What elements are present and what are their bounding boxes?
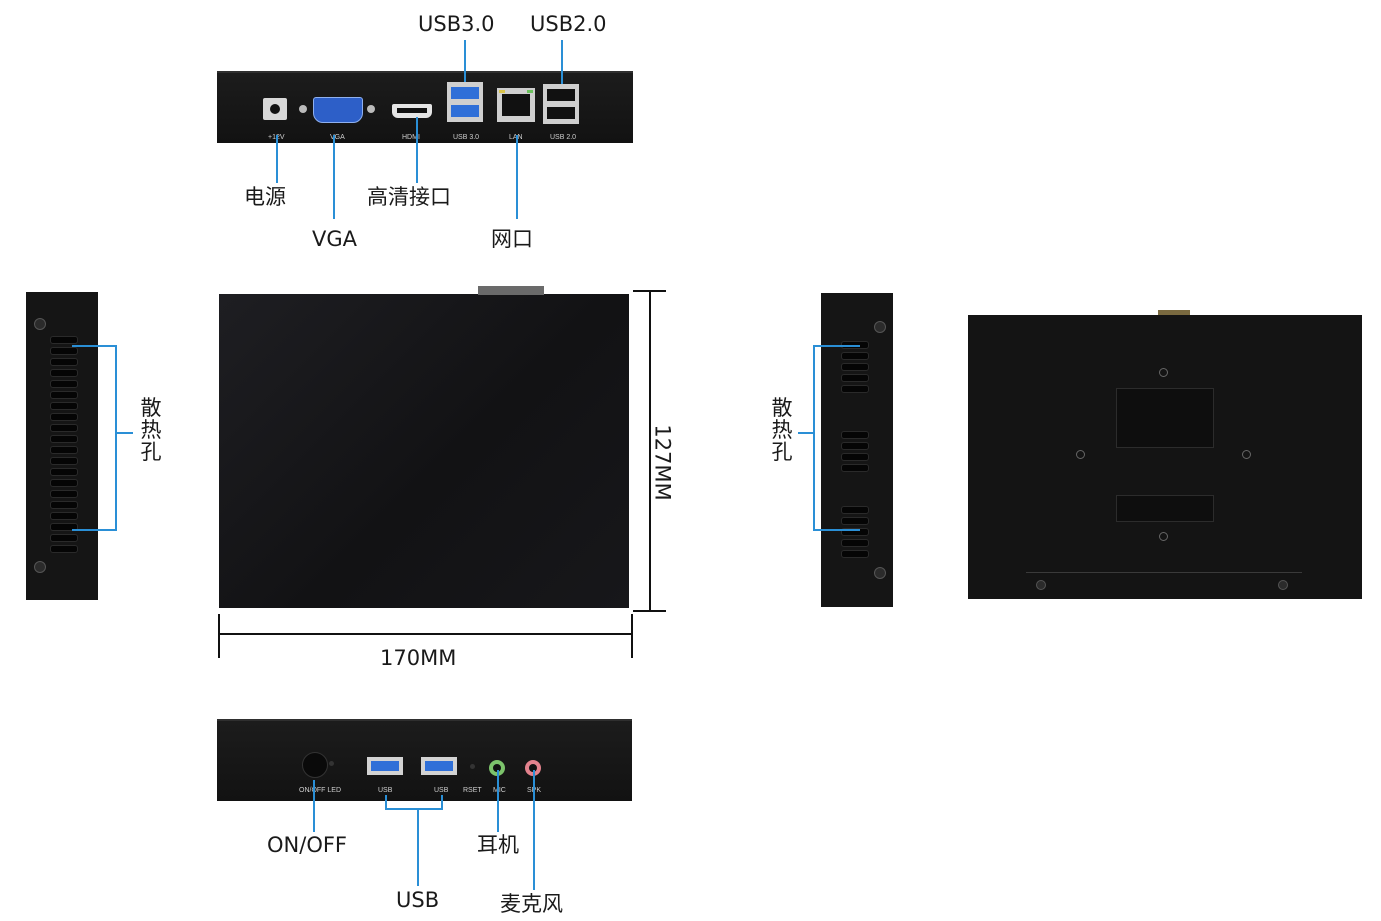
right-side-vents: [841, 341, 871, 561]
right-bracket-tick: [798, 432, 814, 434]
usb3-port-stack: [447, 82, 483, 122]
bottom-screw-left: [1036, 580, 1046, 590]
hdmi-port-text: HDMI: [402, 134, 420, 141]
usb2-callout-line: [561, 40, 563, 84]
left-bracket-tick: [115, 432, 133, 434]
left-bracket-bottom: [72, 529, 116, 531]
width-dimension-line: [219, 633, 632, 635]
vga-callout-label: VGA: [312, 227, 358, 251]
bottom-cover-lower: [1116, 495, 1214, 522]
usb3-port-text: USB 3.0: [453, 134, 480, 141]
width-dimension-label: 170MM: [380, 646, 457, 670]
power-callout-line: [276, 135, 278, 183]
top-view-connector: [478, 286, 544, 295]
mic-callout-label: 麦克风: [500, 892, 563, 916]
hdmi-port: [392, 104, 432, 118]
left-bracket-top: [72, 345, 116, 347]
reset-hole: [470, 764, 475, 769]
bottom-cover-upper: [1116, 388, 1214, 448]
usb2-port-text: USB 2.0: [550, 134, 577, 141]
power-callout-label: 电源: [244, 185, 286, 209]
right-side-panel: [821, 293, 893, 607]
usb-bracket-horizontal: [385, 808, 443, 810]
usb-bracket-left: [385, 795, 387, 809]
front-usb-port-1: [367, 757, 403, 775]
headphone-callout-line: [497, 770, 499, 832]
power-jack: [263, 98, 287, 120]
mic-callout-line: [533, 770, 535, 890]
right-bracket-vertical: [813, 345, 815, 531]
right-bracket-top: [814, 345, 860, 347]
height-dim-tick-bottom: [633, 610, 666, 612]
usb2-port-text: USB: [434, 787, 449, 794]
lan-port: [497, 88, 535, 122]
bottom-rail: [1026, 572, 1302, 597]
usb2-port-stack: [543, 84, 579, 124]
usb3-callout-line: [464, 40, 466, 82]
right-bracket-bottom: [814, 529, 860, 531]
power-button: [302, 752, 328, 778]
left-side-vents: [50, 336, 78, 554]
width-dim-tick-left: [218, 614, 220, 658]
hdmi-callout-line: [416, 117, 418, 183]
top-view: [219, 286, 629, 608]
vga-port: [299, 97, 375, 123]
left-vent-label: 散热孔: [140, 396, 162, 465]
lan-callout-line: [516, 135, 518, 219]
left-side-panel: [26, 292, 98, 600]
width-dim-tick-right: [631, 614, 633, 658]
bottom-view: [968, 310, 1362, 599]
usb-callout-line: [417, 808, 419, 886]
onoff-callout-label: ON/OFF: [267, 833, 348, 857]
lan-port-text: LAN: [509, 134, 523, 141]
power-led: [329, 761, 334, 766]
front-usb-port-2: [421, 757, 457, 775]
lan-callout-label: 网口: [491, 227, 533, 251]
mic-jack: [489, 760, 505, 776]
usb3-callout-label: USB3.0: [418, 12, 495, 36]
back-panel: +12V VGA HDMI USB 3.0 LAN USB 2.0: [217, 71, 633, 143]
mount-hole-top: [1159, 368, 1168, 377]
onoff-callout-line: [313, 780, 315, 832]
left-bracket-vertical: [115, 345, 117, 531]
left-side-screw-top: [34, 318, 46, 330]
hdmi-callout-label: 高清接口: [367, 185, 451, 209]
usb-bracket-right: [441, 795, 443, 809]
usb2-callout-label: USB2.0: [530, 12, 607, 36]
height-dimension-label: 127MM: [650, 424, 675, 501]
bottom-screw-right: [1278, 580, 1288, 590]
mic-port-text: MIC: [493, 787, 506, 794]
headphone-callout-label: 耳机: [477, 833, 519, 857]
mount-hole-right: [1242, 450, 1251, 459]
usb1-port-text: USB: [378, 787, 393, 794]
front-panel: ON/OFF LED USB USB RSET MIC SPK: [217, 719, 632, 801]
height-dimension-line: [649, 290, 651, 612]
right-side-screw-bottom: [874, 567, 886, 579]
vga-callout-line: [333, 135, 335, 219]
mount-hole-bottom: [1159, 532, 1168, 541]
height-dim-tick-top: [633, 290, 666, 292]
bottom-view-connector: [1158, 310, 1190, 315]
right-side-screw-top: [874, 321, 886, 333]
mount-hole-left: [1076, 450, 1085, 459]
right-vent-label: 散热孔: [771, 396, 793, 465]
usb-callout-label: USB: [396, 888, 440, 912]
onoff-led-port-text: ON/OFF LED: [299, 787, 342, 794]
reset-port-text: RSET: [463, 787, 482, 794]
vga-port-text: VGA: [330, 134, 345, 141]
left-side-screw-bottom: [34, 561, 46, 573]
spk-jack: [525, 760, 541, 776]
